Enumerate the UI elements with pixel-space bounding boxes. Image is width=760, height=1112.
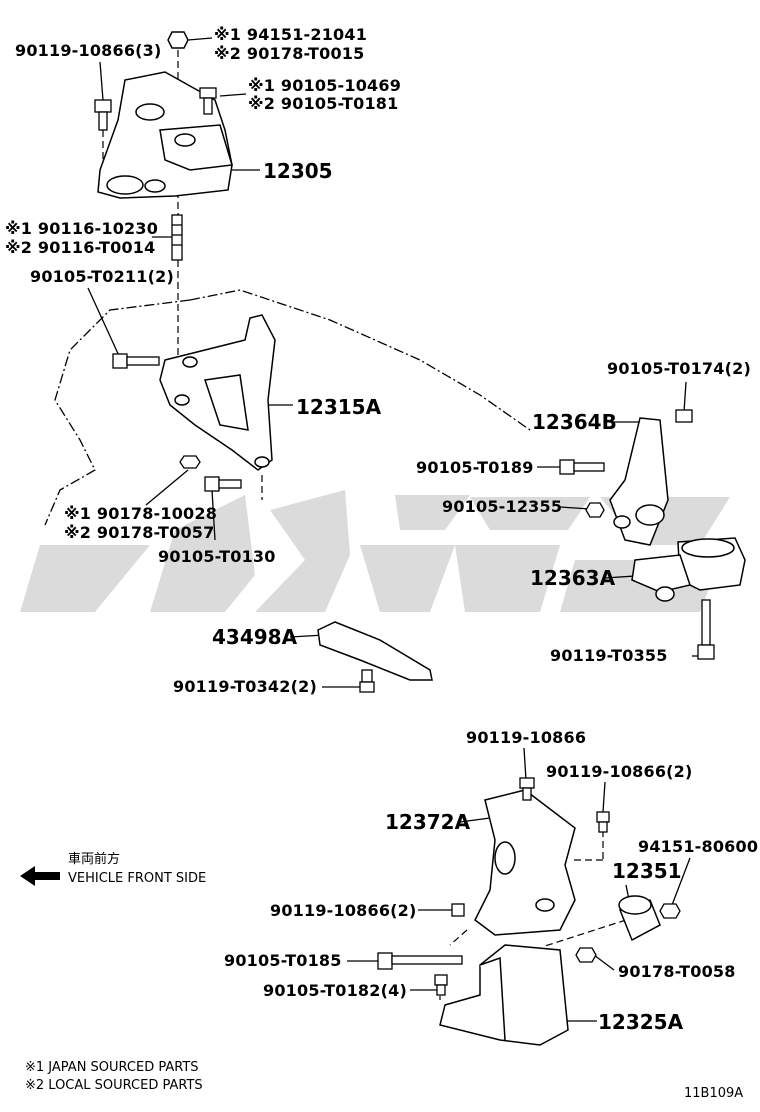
- label-90178-T0058: 90178-T0058: [618, 962, 736, 981]
- label-94151-80600: 94151-80600: [638, 837, 759, 856]
- note-japan-sourced: ※1 JAPAN SOURCED PARTS: [25, 1060, 199, 1075]
- label-90119-T0342-2: 90119-T0342(2): [173, 677, 317, 696]
- bolt-90105-T0189: [559, 459, 605, 475]
- label-90178-10028: ※1 90178-10028: [64, 504, 218, 523]
- label-90178-T0057: ※2 90178-T0057: [64, 523, 215, 542]
- stud-90116-10230: [171, 214, 183, 261]
- bolt-90119-T0342: [359, 669, 375, 693]
- bracket-12372A: [474, 789, 576, 936]
- bolt-90119-10866-lower: [451, 903, 465, 917]
- label-90116-10230: ※1 90116-10230: [5, 219, 159, 238]
- label-94151-21041: ※1 94151-21041: [214, 25, 368, 44]
- mount-12305: [97, 71, 233, 199]
- nut-90178-T0058: [575, 947, 597, 963]
- bolt-90119-10866-2: [596, 811, 610, 833]
- label-90105-T0189: 90105-T0189: [416, 458, 534, 477]
- label-90119-10866-2b: 90119-10866(2): [270, 901, 417, 920]
- label-90105-12355: 90105-12355: [442, 497, 563, 516]
- bolt-90119-10866-top: [94, 99, 112, 131]
- bolt-90105-T0185: [377, 952, 463, 970]
- label-90119-10866-a: 90119-10866: [466, 728, 587, 747]
- nut-90105-12355: [585, 502, 605, 518]
- label-90105-T0211-2: 90105-T0211(2): [30, 267, 174, 286]
- label-12305: 12305: [263, 159, 333, 183]
- label-90105-10469: ※1 90105-10469: [248, 76, 402, 95]
- label-90105-T0174-2: 90105-T0174(2): [607, 359, 751, 378]
- label-90105-T0130: 90105-T0130: [158, 547, 276, 566]
- label-90119-10866-2a: 90119-10866(2): [546, 762, 693, 781]
- bolt-90105-10469: [199, 87, 217, 115]
- bolt-90105-T0174: [675, 409, 693, 423]
- label-12363A: 12363A: [530, 566, 616, 590]
- label-12325A: 12325A: [598, 1010, 684, 1034]
- bolt-90119-T0355: [697, 599, 715, 660]
- label-12315A: 12315A: [296, 395, 382, 419]
- label-90119-10866-3: 90119-10866(3): [15, 41, 162, 60]
- label-90105-T0185: 90105-T0185: [224, 951, 342, 970]
- note-local-sourced: ※2 LOCAL SOURCED PARTS: [25, 1078, 203, 1093]
- label-43498A: 43498A: [212, 625, 298, 649]
- nut-94151-80600: [659, 903, 681, 919]
- bushing-12351: [618, 895, 661, 942]
- nut-94151-21041: [167, 31, 189, 49]
- label-90105-T0182-4: 90105-T0182(4): [263, 981, 407, 1000]
- engine-outline: [44, 289, 531, 526]
- bolt-90105-T0211: [112, 353, 160, 369]
- front-arrow-icon: [20, 866, 60, 886]
- bolt-90119-10866: [519, 777, 535, 801]
- label-90119-T0355: 90119-T0355: [550, 646, 668, 665]
- label-90105-T0181: ※2 90105-T0181: [248, 94, 399, 113]
- label-90116-T0014: ※2 90116-T0014: [5, 238, 156, 257]
- label-90178-T0015: ※2 90178-T0015: [214, 44, 365, 63]
- figure-id: 11B109A: [684, 1086, 744, 1101]
- bracket-12364B: [609, 417, 669, 546]
- label-12364B: 12364B: [532, 410, 617, 434]
- label-12351: 12351: [612, 859, 682, 883]
- direction-label-en: VEHICLE FRONT SIDE: [68, 871, 207, 886]
- direction-label-jp: 車両前方: [68, 852, 121, 867]
- bracket-12315A: [159, 314, 276, 471]
- bolt-90105-T0130: [204, 476, 242, 492]
- bolt-90105-T0182: [434, 974, 448, 996]
- label-12372A: 12372A: [385, 810, 471, 834]
- nut-90178-10028: [179, 455, 201, 469]
- mount-12363A: [631, 537, 746, 602]
- bracket-12325A: [439, 944, 569, 1046]
- plate-43498A: [317, 621, 433, 681]
